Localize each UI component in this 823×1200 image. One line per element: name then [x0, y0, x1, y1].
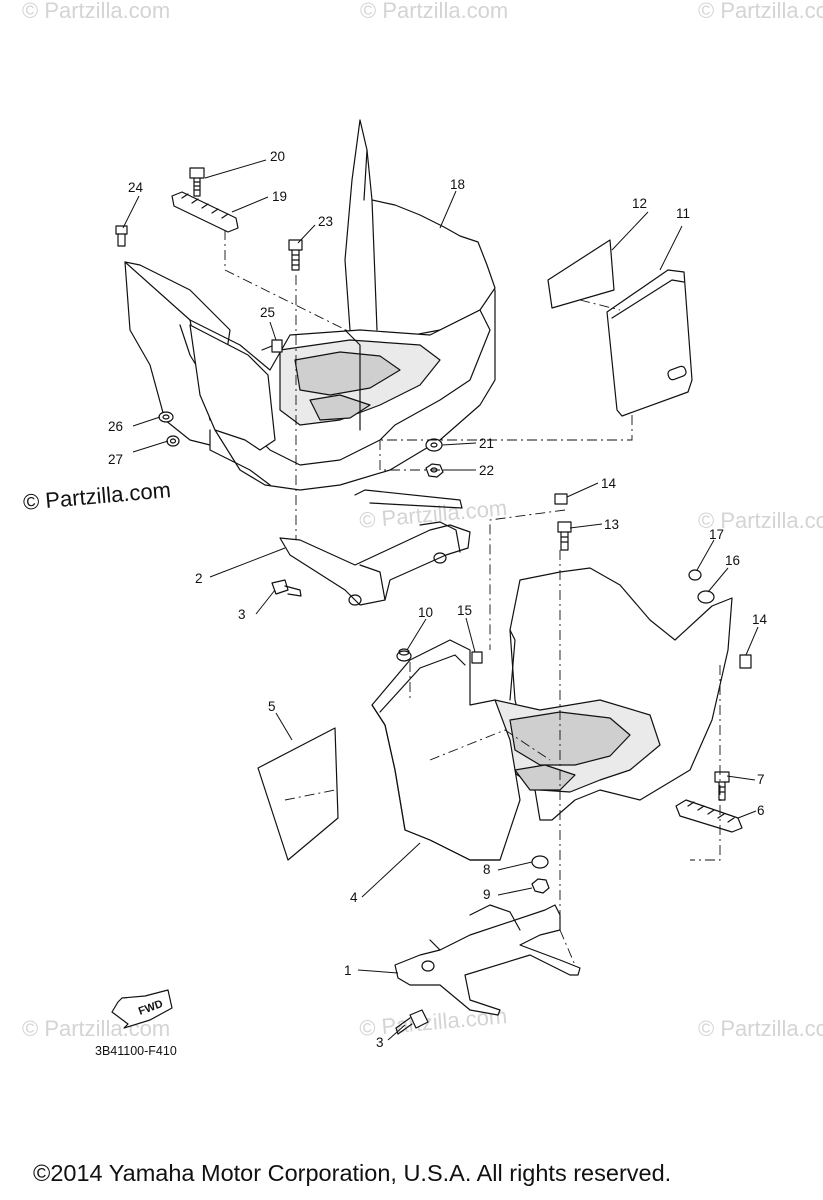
- callout-9: 9: [483, 887, 491, 902]
- part-19-plate: [171, 191, 239, 233]
- leader-lines: [122, 159, 759, 1041]
- part-25-bolt: [261, 339, 283, 353]
- part-15-bolt: [471, 651, 483, 664]
- callout-12: 12: [632, 196, 647, 211]
- part-27-nut: [166, 435, 180, 447]
- part-10-grommet: [396, 648, 412, 662]
- part-14-bolt-upper: [554, 493, 568, 505]
- part-13-bolt: [557, 521, 572, 551]
- callout-18: 18: [450, 177, 465, 192]
- part-17-nut: [688, 569, 702, 581]
- part-16-washer: [697, 590, 715, 604]
- callout-11: 11: [676, 206, 690, 221]
- part-6-plate: [675, 799, 743, 833]
- callout-14-lower: 14: [752, 612, 768, 627]
- watermark-top-left: © Partzilla.com: [22, 0, 170, 23]
- callouts: 20 19 23 24 18 12 11 25 26 27 21 22 14 1…: [108, 149, 768, 1050]
- watermark-top-right: © Partzilla.com: [698, 0, 823, 23]
- callout-1: 1: [344, 963, 352, 978]
- callout-3-upper: 3: [238, 607, 246, 622]
- callout-27: 27: [108, 452, 123, 467]
- part-9-nut: [531, 878, 550, 894]
- left-footrest-board: [124, 119, 496, 491]
- watermark-bottom-right: © Partzilla.com: [698, 1016, 823, 1041]
- part-1-bracket: [394, 904, 581, 1016]
- part-21-washer: [425, 438, 443, 452]
- callout-13: 13: [604, 517, 619, 532]
- callout-26: 26: [108, 419, 123, 434]
- part-11-cover: [606, 269, 693, 417]
- callout-14-upper: 14: [601, 476, 617, 491]
- callout-8: 8: [483, 862, 491, 877]
- part-3-bolt-lower: [395, 1009, 429, 1035]
- callout-5: 5: [268, 699, 276, 714]
- right-footrest-board: [371, 567, 733, 861]
- callout-21: 21: [479, 436, 494, 451]
- callout-7: 7: [757, 772, 765, 787]
- callout-3-lower: 3: [376, 1035, 384, 1050]
- part-20-bolt: [189, 167, 205, 197]
- alignment-lines: [224, 230, 721, 966]
- part-3-bolt-upper: [271, 579, 302, 597]
- callout-16: 16: [725, 553, 740, 568]
- diagram-code: 3B41100-F410: [95, 1044, 177, 1058]
- fwd-arrow-icon: [111, 989, 173, 1029]
- part-8-washer: [531, 855, 549, 869]
- callout-25: 25: [260, 305, 275, 320]
- part-2-bracket: [279, 489, 471, 606]
- watermark-mid-center: © Partzilla.com: [358, 495, 508, 533]
- part-23-bolt: [288, 239, 303, 271]
- callout-20: 20: [270, 149, 285, 164]
- callout-2: 2: [195, 571, 203, 586]
- callout-17: 17: [709, 527, 724, 542]
- callout-4: 4: [350, 890, 358, 905]
- part-14-bolt-lower: [739, 654, 752, 669]
- part-24-bolt: [115, 225, 128, 247]
- callout-10: 10: [418, 605, 433, 620]
- callout-22: 22: [479, 463, 494, 478]
- part-26-washer: [158, 411, 174, 423]
- watermarks: © Partzilla.com © Partzilla.com © Partzi…: [22, 0, 823, 1041]
- callout-15: 15: [457, 603, 472, 618]
- watermark-mid-right: © Partzilla.com: [698, 508, 823, 533]
- callout-23: 23: [318, 214, 333, 229]
- callout-24: 24: [128, 180, 144, 195]
- part-5-label: [257, 727, 339, 861]
- callout-19: 19: [272, 189, 287, 204]
- callout-6: 6: [757, 803, 765, 818]
- part-7-bolt: [714, 771, 730, 801]
- watermark-top-center: © Partzilla.com: [360, 0, 508, 23]
- part-12-label: [547, 239, 615, 309]
- part-22-nut: [425, 463, 444, 478]
- copyright-notice: ©2014 Yamaha Motor Corporation, U.S.A. A…: [33, 1160, 672, 1186]
